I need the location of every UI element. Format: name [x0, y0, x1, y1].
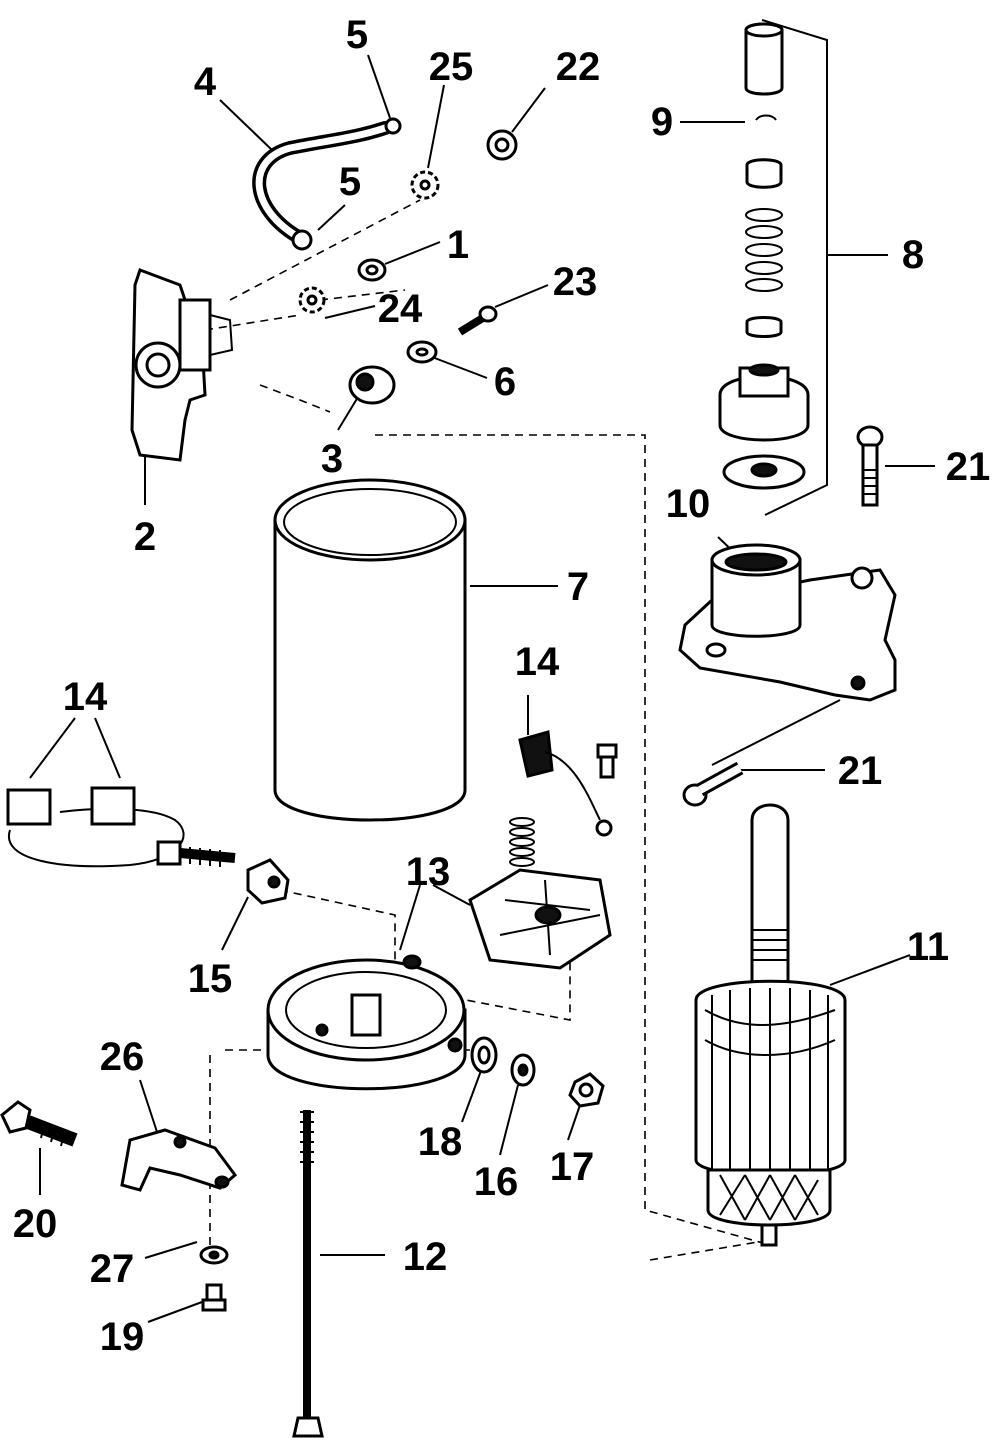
callout-10: 10 — [666, 482, 711, 526]
brush-set-left — [6, 786, 236, 868]
callout-26: 26 — [100, 1035, 145, 1079]
armature — [694, 803, 847, 1247]
nut-22 — [486, 129, 518, 161]
callout-5-middle: 5 — [339, 160, 361, 204]
callout-5-top: 5 — [346, 13, 368, 57]
brush-right — [509, 730, 618, 867]
callout-labels: 5 25 22 4 5 9 1 23 24 8 6 3 21 10 2 7 14… — [13, 13, 991, 1359]
nut-17 — [568, 1072, 605, 1108]
nut-1 — [357, 258, 387, 282]
callout-24: 24 — [378, 287, 423, 331]
bolt-20 — [0, 1100, 78, 1147]
callout-21-upper: 21 — [946, 445, 991, 489]
callout-23: 23 — [553, 260, 598, 304]
drive-assembly — [718, 22, 810, 490]
callout-17: 17 — [550, 1145, 595, 1189]
battery-cable — [252, 117, 402, 251]
field-frame — [273, 478, 467, 822]
callout-2: 2 — [134, 515, 156, 559]
callout-12: 12 — [403, 1235, 448, 1279]
lock-washer-24 — [298, 286, 326, 314]
bolt-21-upper — [856, 425, 884, 507]
callout-19: 19 — [100, 1315, 145, 1359]
callout-16: 16 — [474, 1160, 519, 1204]
callout-22: 22 — [556, 45, 601, 89]
brush-holder — [468, 868, 612, 970]
lock-washer-25 — [410, 170, 440, 200]
callout-4: 4 — [194, 60, 217, 104]
callout-8: 8 — [902, 233, 924, 277]
callout-21-lower: 21 — [838, 749, 883, 793]
washer-6 — [406, 340, 438, 364]
through-bolt-12 — [292, 1110, 324, 1438]
drive-end-frame — [678, 543, 897, 702]
grommet-3 — [348, 365, 396, 405]
callout-20: 20 — [13, 1202, 58, 1246]
bolt-21-lower — [682, 761, 744, 807]
callout-3: 3 — [321, 437, 343, 481]
callout-1: 1 — [447, 223, 469, 267]
insulator-15 — [246, 858, 290, 905]
callout-14-left: 14 — [63, 675, 108, 719]
callout-15: 15 — [188, 957, 233, 1001]
bracket-26 — [120, 1128, 238, 1192]
callout-6: 6 — [494, 360, 516, 404]
washer-27 — [199, 1245, 229, 1265]
callout-18: 18 — [418, 1120, 463, 1164]
callout-11: 11 — [907, 925, 949, 969]
washer-18 — [470, 1036, 498, 1074]
commutator-end-cap — [266, 954, 467, 1091]
solenoid-bracket — [130, 268, 234, 462]
callout-14-right: 14 — [515, 640, 560, 684]
callout-9: 9 — [651, 100, 673, 144]
washer-16 — [510, 1053, 536, 1087]
callout-7: 7 — [567, 565, 589, 609]
screw-23 — [457, 305, 498, 336]
callout-25: 25 — [429, 45, 474, 89]
screw-19 — [201, 1283, 227, 1312]
callout-27: 27 — [90, 1247, 135, 1291]
callout-13: 13 — [406, 850, 451, 894]
